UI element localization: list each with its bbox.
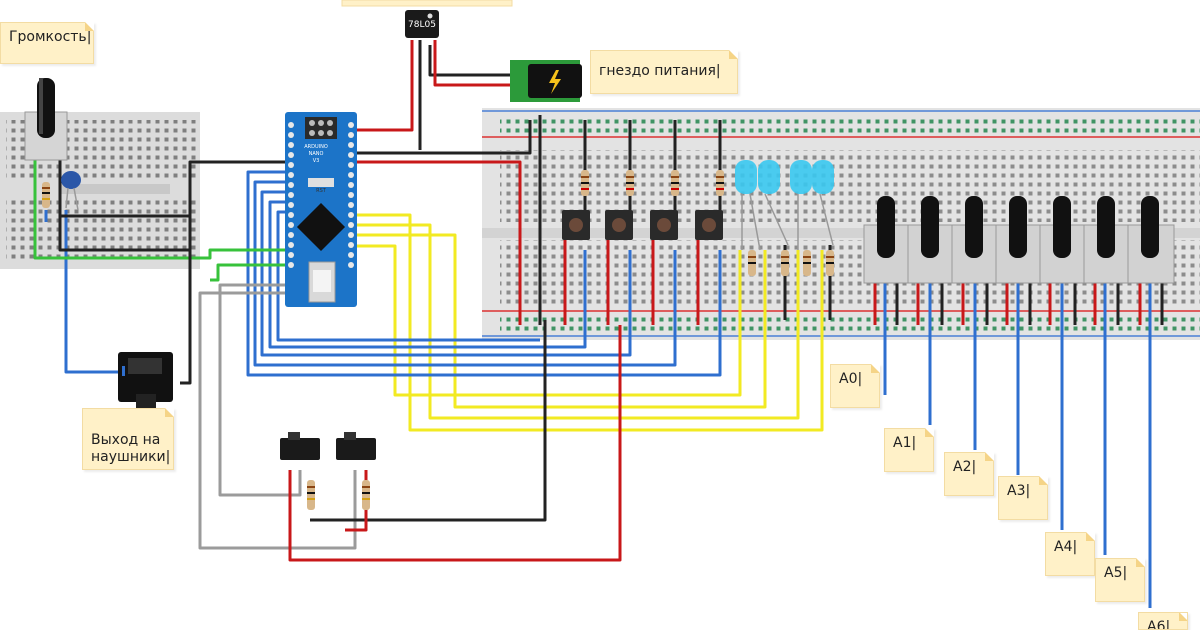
button-resistors — [581, 170, 724, 196]
slide-switch — [280, 432, 320, 460]
black-wire — [355, 120, 532, 155]
potentiometer — [907, 196, 955, 284]
blue-wire — [268, 200, 587, 349]
push-button — [650, 210, 678, 240]
arduino-version-label: V3 — [313, 158, 320, 164]
a2-note: A2 — [944, 452, 994, 496]
a4-label: A4 — [1054, 539, 1077, 555]
red-wire — [288, 325, 622, 562]
yellow-wire — [285, 233, 767, 409]
red-wire — [433, 40, 515, 87]
resistor — [803, 250, 811, 276]
power-jack-label: гнездо питания — [599, 63, 721, 79]
a1-label: A1 — [893, 435, 916, 451]
power-jack-note: гнездо питания — [590, 50, 738, 94]
resistor — [748, 250, 756, 276]
black-wire — [310, 320, 547, 522]
power-jack — [510, 60, 582, 102]
a5-label: A5 — [1104, 565, 1127, 581]
led — [758, 160, 789, 246]
regulator-label: 78L05 — [408, 20, 436, 30]
push-button — [562, 210, 590, 240]
resistor — [307, 480, 315, 510]
a0-note: A0 — [830, 364, 880, 408]
potentiometers — [863, 196, 1175, 284]
resistor — [671, 170, 679, 196]
push-button — [695, 210, 723, 240]
small-breadboard — [0, 112, 200, 269]
a0-label: A0 — [839, 371, 862, 387]
blue-wire — [253, 180, 677, 367]
a6-note: A6 — [1138, 612, 1188, 630]
resistor — [826, 250, 834, 276]
black-wire — [428, 45, 510, 77]
a6-label: A6 — [1147, 619, 1170, 629]
resistor — [362, 480, 370, 510]
slide-switch — [336, 432, 376, 460]
green-wire — [210, 263, 288, 282]
lightning-icon — [549, 70, 561, 94]
arduino-reset-label: RST — [316, 188, 327, 194]
volume-note: Громкость — [0, 22, 94, 64]
a3-note: A3 — [998, 476, 1048, 520]
blue-wire — [246, 170, 722, 377]
blue-wire — [276, 210, 540, 342]
headphones-note: Выход на наушники — [82, 408, 174, 470]
blue-wire — [260, 190, 632, 357]
potentiometer — [951, 196, 999, 284]
resistor — [626, 170, 634, 196]
slide-switches — [280, 432, 376, 460]
arduino-nano — [285, 112, 357, 307]
a5-note: A5 — [1095, 558, 1145, 602]
black-wire — [180, 160, 288, 385]
volume-potentiometer — [24, 78, 68, 161]
arduino-model-label: NANO — [309, 151, 324, 157]
a1-note: A1 — [884, 428, 934, 472]
blue-wire — [64, 210, 122, 374]
headphone-jack — [118, 352, 173, 408]
headphones-label: Выход на наушники — [91, 432, 170, 465]
note-top-partial — [341, 0, 513, 7]
a2-label: A2 — [953, 459, 976, 475]
a3-label: A3 — [1007, 483, 1030, 499]
switch-resistors — [307, 480, 370, 510]
red-wire — [355, 160, 522, 325]
led — [812, 160, 834, 246]
resistor — [716, 170, 724, 196]
push-buttons — [562, 210, 723, 240]
push-button — [605, 210, 633, 240]
a4-note: A4 — [1045, 532, 1095, 576]
volume-label: Громкость — [9, 29, 91, 45]
led — [735, 160, 761, 251]
potentiometer — [1127, 196, 1175, 284]
black-wire — [58, 160, 190, 252]
volume-resistor — [42, 182, 50, 208]
gray-wire — [198, 291, 357, 550]
resistor — [781, 250, 789, 276]
led-resistors — [748, 250, 834, 276]
capacitor — [61, 171, 81, 211]
led — [790, 160, 812, 250]
yellow-wire — [285, 244, 742, 397]
potentiometer — [1083, 196, 1131, 284]
resistor — [581, 170, 589, 196]
potentiometer — [995, 196, 1043, 284]
potentiometer — [863, 196, 911, 284]
leds — [735, 160, 834, 251]
red-wire — [355, 40, 414, 132]
wires — [33, 40, 1164, 608]
voltage-regulator — [405, 10, 439, 38]
arduino-brand-label: ARDUINO — [304, 144, 328, 150]
gray-wire — [218, 283, 302, 497]
yellow-wire — [285, 213, 824, 432]
yellow-wire — [285, 223, 800, 420]
green-wire — [33, 150, 288, 260]
